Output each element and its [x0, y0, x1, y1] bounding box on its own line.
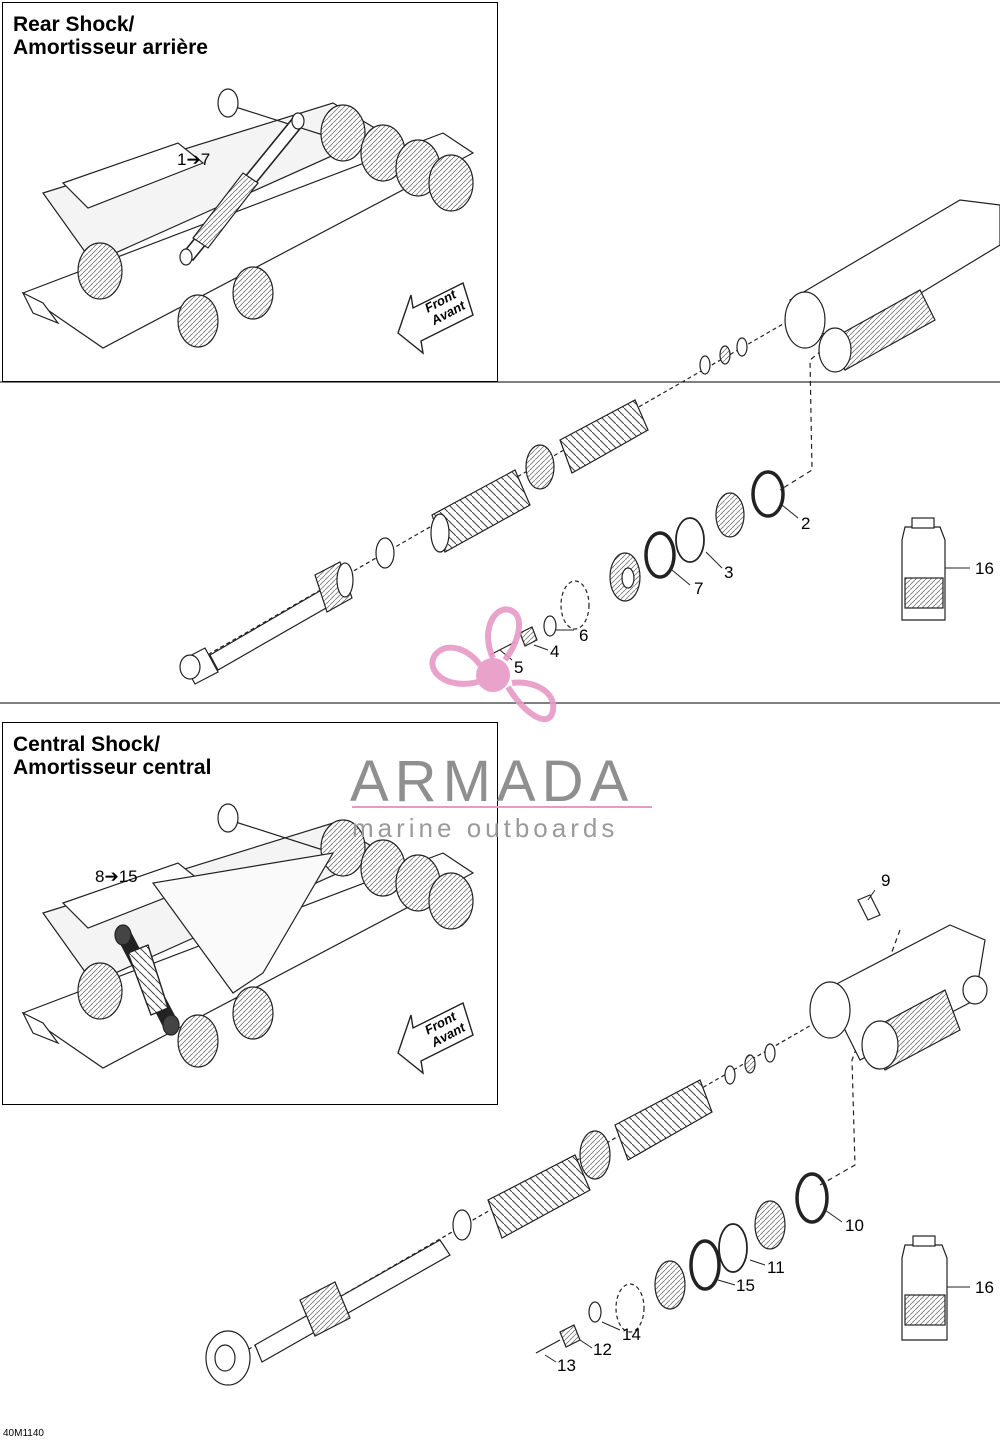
watermark-tagline: marine outboards: [352, 813, 619, 843]
central-suspension-illustration: [21, 803, 475, 1075]
rear-shock-exploded: [179, 199, 1000, 685]
callout-5: 5: [514, 658, 524, 677]
callout-6: 6: [579, 626, 589, 645]
watermark-divider: [352, 806, 652, 808]
callout-12: 12: [593, 1340, 612, 1359]
propeller-logo-icon: [429, 606, 557, 723]
rear-shock-title: Rear Shock/ Amortisseur arrière: [13, 13, 208, 59]
callout-2: 2: [801, 514, 811, 533]
drawing-code: 40M1140: [3, 1428, 44, 1439]
callout-11: 11: [767, 1258, 785, 1277]
callout-9: 9: [881, 871, 891, 890]
central-shock-title: Central Shock/ Amortisseur central: [13, 733, 212, 779]
callout-14: 14: [622, 1325, 641, 1344]
central-range-label: 8➔15: [95, 867, 138, 886]
callout-10: 10: [845, 1216, 864, 1235]
rear-range-label: 1➔7: [177, 150, 211, 169]
callout-16-bottom: 16: [975, 1278, 994, 1297]
central-shock-exploded: [205, 889, 988, 1386]
callout-4: 4: [550, 642, 560, 661]
rear-suspension-illustration: [21, 88, 475, 355]
callout-3: 3: [724, 563, 734, 582]
callout-15: 15: [736, 1276, 755, 1295]
callout-7: 7: [694, 579, 704, 598]
callout-16: 16: [975, 559, 994, 578]
callout-13: 13: [557, 1356, 576, 1375]
watermark-brand: ARMADA: [350, 749, 635, 814]
central-shock-inset: Central Shock/ Amortisseur central 8➔15: [2, 722, 498, 1105]
rear-shock-inset: Rear Shock/ Amortisseur arrière: [2, 2, 498, 382]
